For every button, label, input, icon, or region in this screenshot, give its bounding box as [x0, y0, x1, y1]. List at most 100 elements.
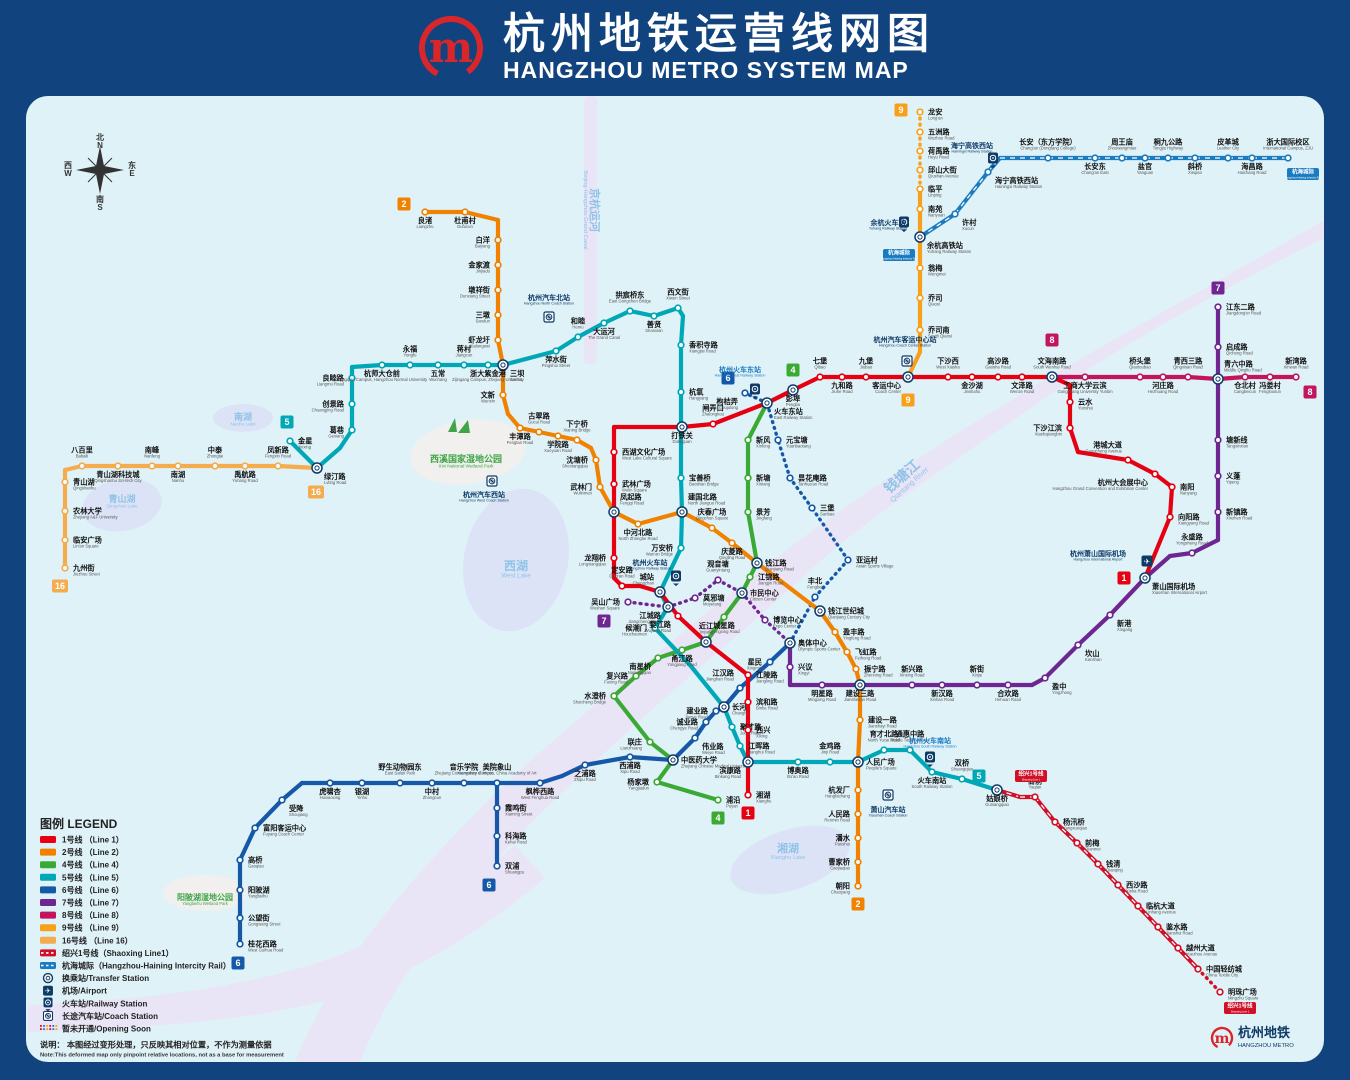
- station-明星路[interactable]: [818, 681, 826, 689]
- station-长安（东方学院）[interactable]: [1044, 154, 1052, 162]
- station-水澄桥[interactable]: [610, 692, 618, 700]
- station-下沙西[interactable]: [944, 373, 952, 381]
- station-滨和路[interactable]: [744, 698, 752, 706]
- station-良睦路[interactable]: [348, 374, 356, 382]
- station-新风[interactable]: [744, 436, 752, 444]
- station-桂花西路[interactable]: [236, 940, 244, 948]
- station-江陵路[interactable]: [744, 671, 752, 679]
- station-五常[interactable]: [434, 361, 442, 369]
- station-新汉路[interactable]: [938, 681, 946, 689]
- legend-item[interactable]: 5号线 （Line 5）: [40, 872, 124, 882]
- station-虾龙圩[interactable]: [494, 336, 502, 344]
- station-江锦路[interactable]: [746, 573, 754, 581]
- station-明珠广场[interactable]: [1216, 988, 1224, 996]
- station-白洋[interactable]: [494, 236, 502, 244]
- station-银湖[interactable]: [358, 779, 366, 787]
- station-工商大学云滨[interactable]: [1081, 373, 1089, 381]
- legend-item[interactable]: 长途汽车站/Coach Station: [42, 1010, 159, 1021]
- legend-item[interactable]: 6号线 （Line 6）: [40, 885, 124, 895]
- station-景芳[interactable]: [744, 508, 752, 516]
- station-飞虹路[interactable]: [843, 648, 851, 656]
- station-前梅[interactable]: [1073, 839, 1081, 847]
- station-金星[interactable]: [286, 437, 294, 445]
- station-盐官[interactable]: [1141, 154, 1149, 162]
- station-江汉路[interactable]: [736, 684, 744, 692]
- station-闸弄口[interactable]: [709, 420, 717, 428]
- station-良渚[interactable]: [421, 208, 429, 216]
- station-江东二路[interactable]: [1214, 303, 1222, 311]
- station-金沙湖[interactable]: [968, 373, 976, 381]
- station-学院路[interactable]: [554, 432, 562, 440]
- station-和睦[interactable]: [574, 333, 582, 341]
- station-杨家墩[interactable]: [653, 778, 661, 786]
- station-邱山大街[interactable]: [916, 166, 924, 174]
- station-江晖路[interactable]: [736, 742, 744, 750]
- station-启成路[interactable]: [1214, 343, 1222, 351]
- station-新兴路[interactable]: [908, 681, 916, 689]
- station-丰北[interactable]: [811, 593, 819, 601]
- legend-item[interactable]: 9号线 （Line 9）: [40, 923, 124, 933]
- station-青山湖科技城[interactable]: [114, 462, 122, 470]
- station-九和路[interactable]: [838, 373, 846, 381]
- station-八百里[interactable]: [78, 462, 86, 470]
- station-美院象山[interactable]: [493, 779, 501, 787]
- station-中村[interactable]: [428, 779, 436, 787]
- station-冯娄村[interactable]: [1266, 373, 1274, 381]
- legend-item[interactable]: 暂未开通/Opening Soon: [40, 1024, 151, 1034]
- station-金家渡[interactable]: [494, 261, 502, 269]
- station-九堡[interactable]: [862, 373, 870, 381]
- station-青西三路[interactable]: [1184, 373, 1192, 381]
- station-新街[interactable]: [973, 681, 981, 689]
- station-中泰[interactable]: [211, 462, 219, 470]
- station-南苑[interactable]: [916, 205, 924, 213]
- station-潘水[interactable]: [854, 834, 862, 842]
- station-越州大道[interactable]: [1174, 944, 1182, 952]
- station-三堡[interactable]: [808, 504, 816, 512]
- station-衙前[interactable]: [1031, 793, 1039, 801]
- station-斜桥[interactable]: [1191, 154, 1199, 162]
- station-音乐学院[interactable]: [460, 779, 468, 787]
- station-文泽路[interactable]: [1018, 373, 1026, 381]
- station-庆菱路[interactable]: [728, 539, 736, 547]
- station-龙翔桥[interactable]: [610, 554, 618, 562]
- station-凤新路[interactable]: [274, 462, 282, 470]
- station-海宁高铁西站[interactable]: [984, 168, 992, 176]
- station-城星路[interactable]: [720, 613, 728, 621]
- station-龙安[interactable]: [916, 108, 924, 116]
- station-联庄[interactable]: [646, 738, 654, 746]
- station-西湖文化广场[interactable]: [610, 448, 618, 456]
- legend-item[interactable]: 2号线 （Line 2）: [40, 847, 124, 857]
- legend-item[interactable]: 绍兴1号线（Shaoxing Line1）: [40, 948, 174, 958]
- station-周王庙[interactable]: [1118, 154, 1126, 162]
- station-西文街[interactable]: [674, 304, 682, 312]
- station-荷禹路[interactable]: [916, 147, 924, 155]
- station-杭州大会展中心[interactable]: [1151, 470, 1159, 478]
- station-虎啸杏[interactable]: [326, 779, 334, 787]
- station-下宁桥[interactable]: [573, 436, 581, 444]
- station-河庄路[interactable]: [1159, 373, 1167, 381]
- station-南湖[interactable]: [174, 462, 182, 470]
- station-星民[interactable]: [766, 658, 774, 666]
- station-高沙路[interactable]: [994, 373, 1002, 381]
- station-莫邪塘[interactable]: [691, 594, 699, 602]
- station-霞鸣街[interactable]: [493, 804, 501, 812]
- station-善贤[interactable]: [650, 312, 658, 320]
- station-萍水街[interactable]: [552, 347, 560, 355]
- station-向阳路[interactable]: [1166, 513, 1174, 521]
- station-南峰[interactable]: [148, 462, 156, 470]
- station-受降[interactable]: [278, 796, 286, 804]
- station-婺江路[interactable]: [674, 612, 682, 620]
- station-甬江路[interactable]: [678, 646, 686, 654]
- station-乔司南[interactable]: [916, 326, 924, 334]
- station-之浦路[interactable]: [581, 761, 589, 769]
- station-古翠路[interactable]: [535, 428, 543, 436]
- station-昙花庵路[interactable]: [786, 474, 794, 482]
- station-博览中心[interactable]: [761, 616, 769, 624]
- legend-item[interactable]: 杭海城际（Hangzhou-Haining Intercity Rail）: [40, 961, 231, 971]
- station-伟业路[interactable]: [691, 734, 699, 742]
- station-七堡[interactable]: [816, 373, 824, 381]
- station-吴山广场[interactable]: [624, 598, 632, 606]
- station-建业路[interactable]: [712, 707, 720, 715]
- station-许村[interactable]: [951, 210, 959, 218]
- station-亚运村[interactable]: [844, 556, 852, 564]
